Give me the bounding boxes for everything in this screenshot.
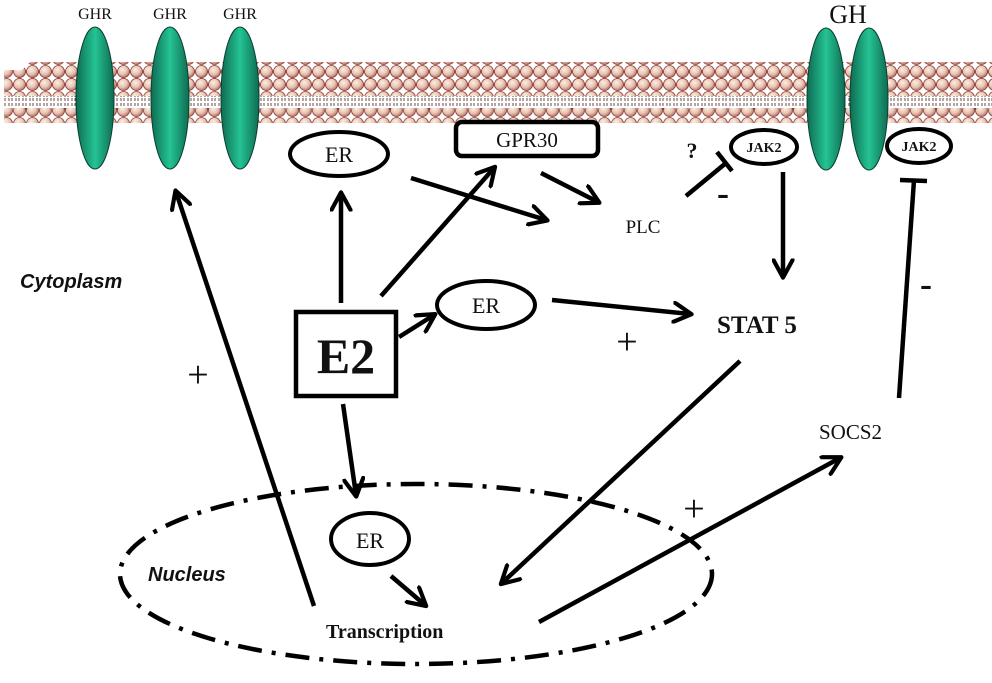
gh-label: GH [829, 0, 867, 29]
er-nucleus-node [329, 511, 411, 567]
edge-plc-jak2-inhibit [684, 161, 728, 198]
nucleus-label: Nucleus [148, 564, 226, 586]
minus-sign-jak2: - [717, 173, 729, 213]
gh-receptor-dimer: GH [806, 0, 889, 171]
edge-er-transcription [389, 574, 425, 605]
plc-label: PLC [626, 217, 661, 238]
plus-sign-socs2: + [683, 488, 704, 530]
e2-label: E2 [317, 328, 375, 384]
minus-sign-socs2: - [920, 264, 932, 304]
edges [176, 150, 928, 624]
edge-e2-er-cytoplasm [397, 315, 434, 339]
jak2-left-node [729, 128, 799, 166]
ghr-label-1: GHR [78, 6, 112, 23]
nucleus-boundary [117, 481, 715, 667]
gh-receptor-right [849, 27, 889, 171]
gpr30-label: GPR30 [496, 128, 558, 152]
ghr-receptors: GHR GHR GHR [75, 6, 260, 170]
edge-socs2-jak2-inhibit-bar [899, 177, 928, 184]
ghr-label-3: GHR [223, 6, 257, 23]
socs2-label: SOCS2 [819, 420, 882, 444]
edge-er-plc [410, 175, 546, 220]
gh-receptor-left [806, 27, 846, 171]
question-mark: ? [687, 138, 698, 163]
er-cytoplasm-label: ER [472, 293, 500, 318]
jak2-right-node [885, 127, 953, 165]
ghr-label-2: GHR [153, 6, 187, 23]
e2-node [293, 309, 399, 399]
edge-transcription-ghr [176, 192, 317, 607]
edge-er-stat5 [551, 297, 690, 314]
edge-plc-jak2-inhibit-bar [715, 150, 734, 173]
er-nucleus-label: ER [356, 528, 384, 553]
transcription-label: Transcription [326, 621, 443, 643]
ghr-receptor-3 [220, 26, 260, 170]
edge-transcription-socs2 [537, 458, 840, 624]
edge-e2-er-nucleus [340, 403, 356, 495]
er-membrane-node [288, 130, 390, 178]
edge-e2-gpr30 [379, 168, 494, 298]
edge-socs2-jak2-inhibit [896, 179, 917, 399]
plus-sign-er-stat5: + [616, 321, 637, 363]
edge-stat5-transcription [502, 359, 742, 583]
gpr30-node [453, 119, 601, 159]
ghr-receptor-1 [75, 26, 115, 170]
plus-sign-ghr: + [187, 354, 208, 396]
ghr-receptor-2 [150, 26, 190, 170]
jak2-left-label: JAK2 [747, 141, 782, 156]
stat5-label: STAT 5 [717, 312, 797, 339]
er-cytoplasm-node [435, 279, 537, 331]
cytoplasm-label: Cytoplasm [20, 271, 122, 293]
er-membrane-label: ER [325, 142, 353, 167]
edge-gpr30-plc [539, 170, 598, 202]
jak2-right-label: JAK2 [902, 140, 937, 155]
